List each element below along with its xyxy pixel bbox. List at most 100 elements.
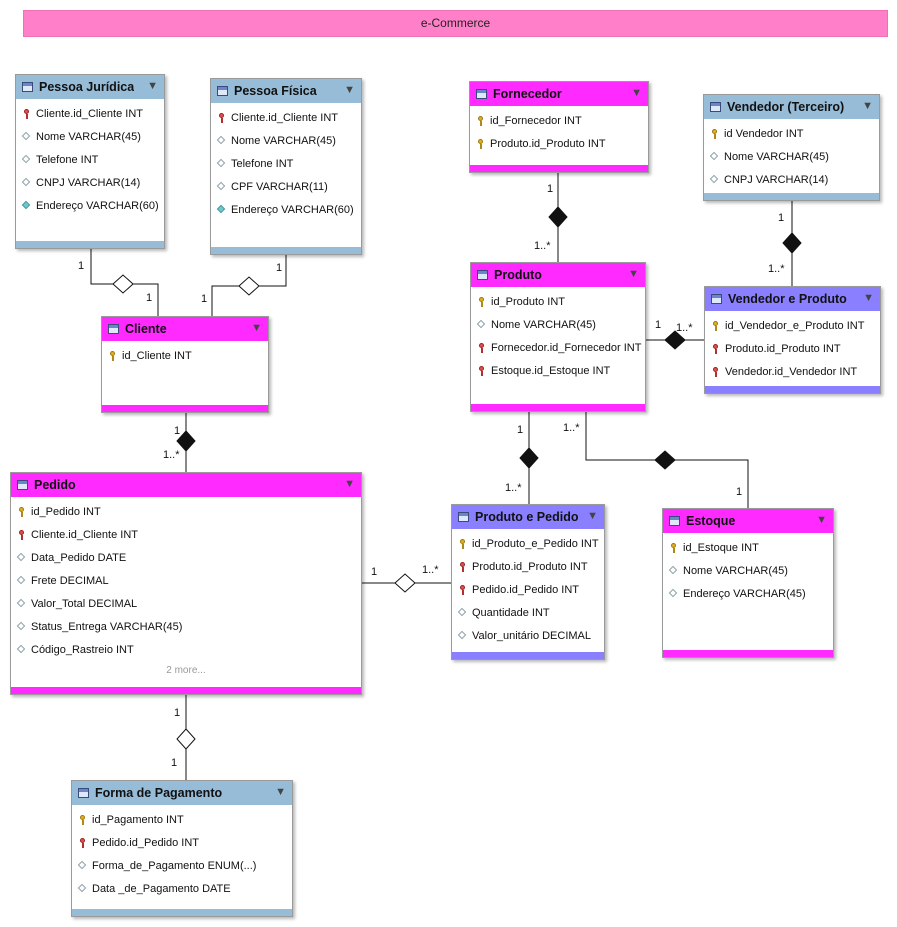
collapse-arrow-icon[interactable]: ▼ bbox=[344, 84, 355, 96]
column-row[interactable]: Estoque.id_Estoque INT bbox=[471, 359, 645, 382]
column-row[interactable]: Status_Entrega VARCHAR(45) bbox=[11, 615, 361, 638]
column-row[interactable]: Endereço VARCHAR(60) bbox=[211, 198, 361, 221]
mult-pj-cliente-a: 1 bbox=[78, 260, 85, 272]
column-row[interactable]: id_Cliente INT bbox=[102, 344, 268, 367]
collapse-arrow-icon[interactable]: ▼ bbox=[628, 268, 639, 280]
primary-key-icon bbox=[458, 538, 468, 549]
table-header[interactable]: Cliente▼ bbox=[102, 317, 268, 341]
column-row[interactable]: Nome VARCHAR(45) bbox=[16, 125, 164, 148]
column-label: Endereço VARCHAR(45) bbox=[683, 587, 806, 600]
column-row[interactable]: id_Produto_e_Pedido INT bbox=[452, 532, 604, 555]
collapse-arrow-icon[interactable]: ▼ bbox=[862, 100, 873, 112]
column-row[interactable]: Nome VARCHAR(45) bbox=[471, 313, 645, 336]
column-row[interactable]: CNPJ VARCHAR(14) bbox=[16, 171, 164, 194]
column-row[interactable]: id_Produto INT bbox=[471, 290, 645, 313]
mult-prod-pp-b: 1..* bbox=[505, 482, 522, 494]
column-row[interactable]: Cliente.id_Cliente INT bbox=[11, 523, 361, 546]
column-row[interactable]: id_Vendedor_e_Produto INT bbox=[705, 314, 880, 337]
table-pessoa-juridica[interactable]: Pessoa Jurídica▼ Cliente.id_Cliente INT No… bbox=[15, 74, 165, 249]
column-row[interactable]: id_Estoque INT bbox=[663, 536, 833, 559]
column-row[interactable]: Produto.id_Produto INT bbox=[705, 337, 880, 360]
table-icon bbox=[710, 102, 721, 112]
table-header[interactable]: Vendedor e Produto▼ bbox=[705, 287, 880, 311]
column-label: Código_Rastreio INT bbox=[31, 643, 134, 656]
table-vendedor-terceiro[interactable]: Vendedor (Terceiro)▼ id Vendedor INT Nome … bbox=[703, 94, 880, 201]
table-header[interactable]: Pessoa Jurídica▼ bbox=[16, 75, 164, 99]
collapse-arrow-icon[interactable]: ▼ bbox=[816, 514, 827, 526]
table-header[interactable]: Estoque ▼ bbox=[663, 509, 833, 533]
column-row[interactable]: Pedido.id_Pedido INT bbox=[452, 578, 604, 601]
column-row[interactable]: CNPJ VARCHAR(14) bbox=[704, 168, 879, 191]
table-cliente[interactable]: Cliente▼ id_Cliente INT bbox=[101, 316, 269, 413]
table-header[interactable]: Pessoa Física ▼ bbox=[211, 79, 361, 103]
foreign-key-icon bbox=[711, 366, 721, 377]
table-produto-e-pedido[interactable]: Produto e Pedido▼ id_Produto_e_Pedido INT… bbox=[451, 504, 605, 660]
table-icon bbox=[108, 324, 119, 334]
collapse-arrow-icon[interactable]: ▼ bbox=[275, 786, 286, 798]
column-label: Nome VARCHAR(45) bbox=[36, 130, 141, 143]
column-row[interactable]: Endereço VARCHAR(60) bbox=[16, 194, 164, 217]
table-name: Estoque bbox=[686, 514, 736, 528]
column-row[interactable]: id_Pedido INT bbox=[11, 500, 361, 523]
column-row[interactable]: Nome VARCHAR(45) bbox=[663, 559, 833, 582]
column-row[interactable]: Frete DECIMAL bbox=[11, 569, 361, 592]
column-label: Endereço VARCHAR(60) bbox=[36, 199, 159, 212]
collapse-arrow-icon[interactable]: ▼ bbox=[344, 478, 355, 490]
collapse-arrow-icon[interactable]: ▼ bbox=[251, 322, 262, 334]
mult-pf-cliente-b: 1 bbox=[201, 293, 208, 305]
column-row[interactable]: Data _de_Pagamento DATE bbox=[72, 877, 292, 900]
table-vendedor-e-produto[interactable]: Vendedor e Produto▼id_Vendedor_e_Produto… bbox=[704, 286, 881, 394]
column-label: id_Produto_e_Pedido INT bbox=[472, 537, 599, 550]
column-row[interactable]: Pedido.id_Pedido INT bbox=[72, 831, 292, 854]
column-row[interactable]: id_Pagamento INT bbox=[72, 808, 292, 831]
collapse-arrow-icon[interactable]: ▼ bbox=[147, 80, 158, 92]
column-row[interactable]: Quantidade INT bbox=[452, 601, 604, 624]
column-row[interactable]: Produto.id_Produto INT bbox=[470, 132, 648, 155]
table-name: Pessoa Física bbox=[234, 84, 317, 98]
table-header[interactable]: Pedido▼ bbox=[11, 473, 361, 497]
column-row[interactable]: Produto.id_Produto INT bbox=[452, 555, 604, 578]
table-icon bbox=[78, 788, 89, 798]
column-row[interactable]: Cliente.id_Cliente INT bbox=[211, 106, 361, 129]
table-header[interactable]: Produto e Pedido▼ bbox=[452, 505, 604, 529]
column-row[interactable]: Fornecedor.id_Fornecedor INT bbox=[471, 336, 645, 359]
column-row[interactable]: Telefone INT bbox=[16, 148, 164, 171]
column-row[interactable]: Endereço VARCHAR(45) bbox=[663, 582, 833, 605]
column-row[interactable]: id Vendedor INT bbox=[704, 122, 879, 145]
column-row[interactable]: Data_Pedido DATE bbox=[11, 546, 361, 569]
mult-forn-prod-a: 1 bbox=[547, 183, 554, 195]
table-header[interactable]: Fornecedor▼ bbox=[470, 82, 648, 106]
column-row[interactable]: Forma_de_Pagamento ENUM(...) bbox=[72, 854, 292, 877]
column-row[interactable]: Telefone INT bbox=[211, 152, 361, 175]
column-row[interactable]: Valor_Total DECIMAL bbox=[11, 592, 361, 615]
table-header[interactable]: Forma de Pagamento▼ bbox=[72, 781, 292, 805]
collapse-arrow-icon[interactable]: ▼ bbox=[631, 87, 642, 99]
column-row[interactable]: id_Fornecedor INT bbox=[470, 109, 648, 132]
column-row[interactable]: Nome VARCHAR(45) bbox=[704, 145, 879, 168]
table-footer bbox=[211, 247, 361, 254]
table-header[interactable]: Vendedor (Terceiro)▼ bbox=[704, 95, 879, 119]
column-row[interactable]: Valor_unitário DECIMAL bbox=[452, 624, 604, 647]
column-row[interactable]: Nome VARCHAR(45) bbox=[211, 129, 361, 152]
column-row[interactable]: Código_Rastreio INT bbox=[11, 638, 361, 661]
link-forn-prod-diamond bbox=[548, 206, 568, 228]
column-row[interactable]: Cliente.id_Cliente INT bbox=[16, 102, 164, 125]
column-label: id Vendedor INT bbox=[724, 127, 804, 140]
collapse-arrow-icon[interactable]: ▼ bbox=[587, 510, 598, 522]
collapse-arrow-icon[interactable]: ▼ bbox=[863, 292, 874, 304]
table-header[interactable]: Produto▼ bbox=[471, 263, 645, 287]
column-row[interactable]: CPF VARCHAR(11) bbox=[211, 175, 361, 198]
more-columns-link[interactable]: 2 more... bbox=[166, 665, 206, 676]
column-icon bbox=[22, 132, 32, 142]
column-row[interactable]: Vendedor.id_Vendedor INT bbox=[705, 360, 880, 383]
diagram-title: e-Commerce bbox=[420, 16, 491, 30]
